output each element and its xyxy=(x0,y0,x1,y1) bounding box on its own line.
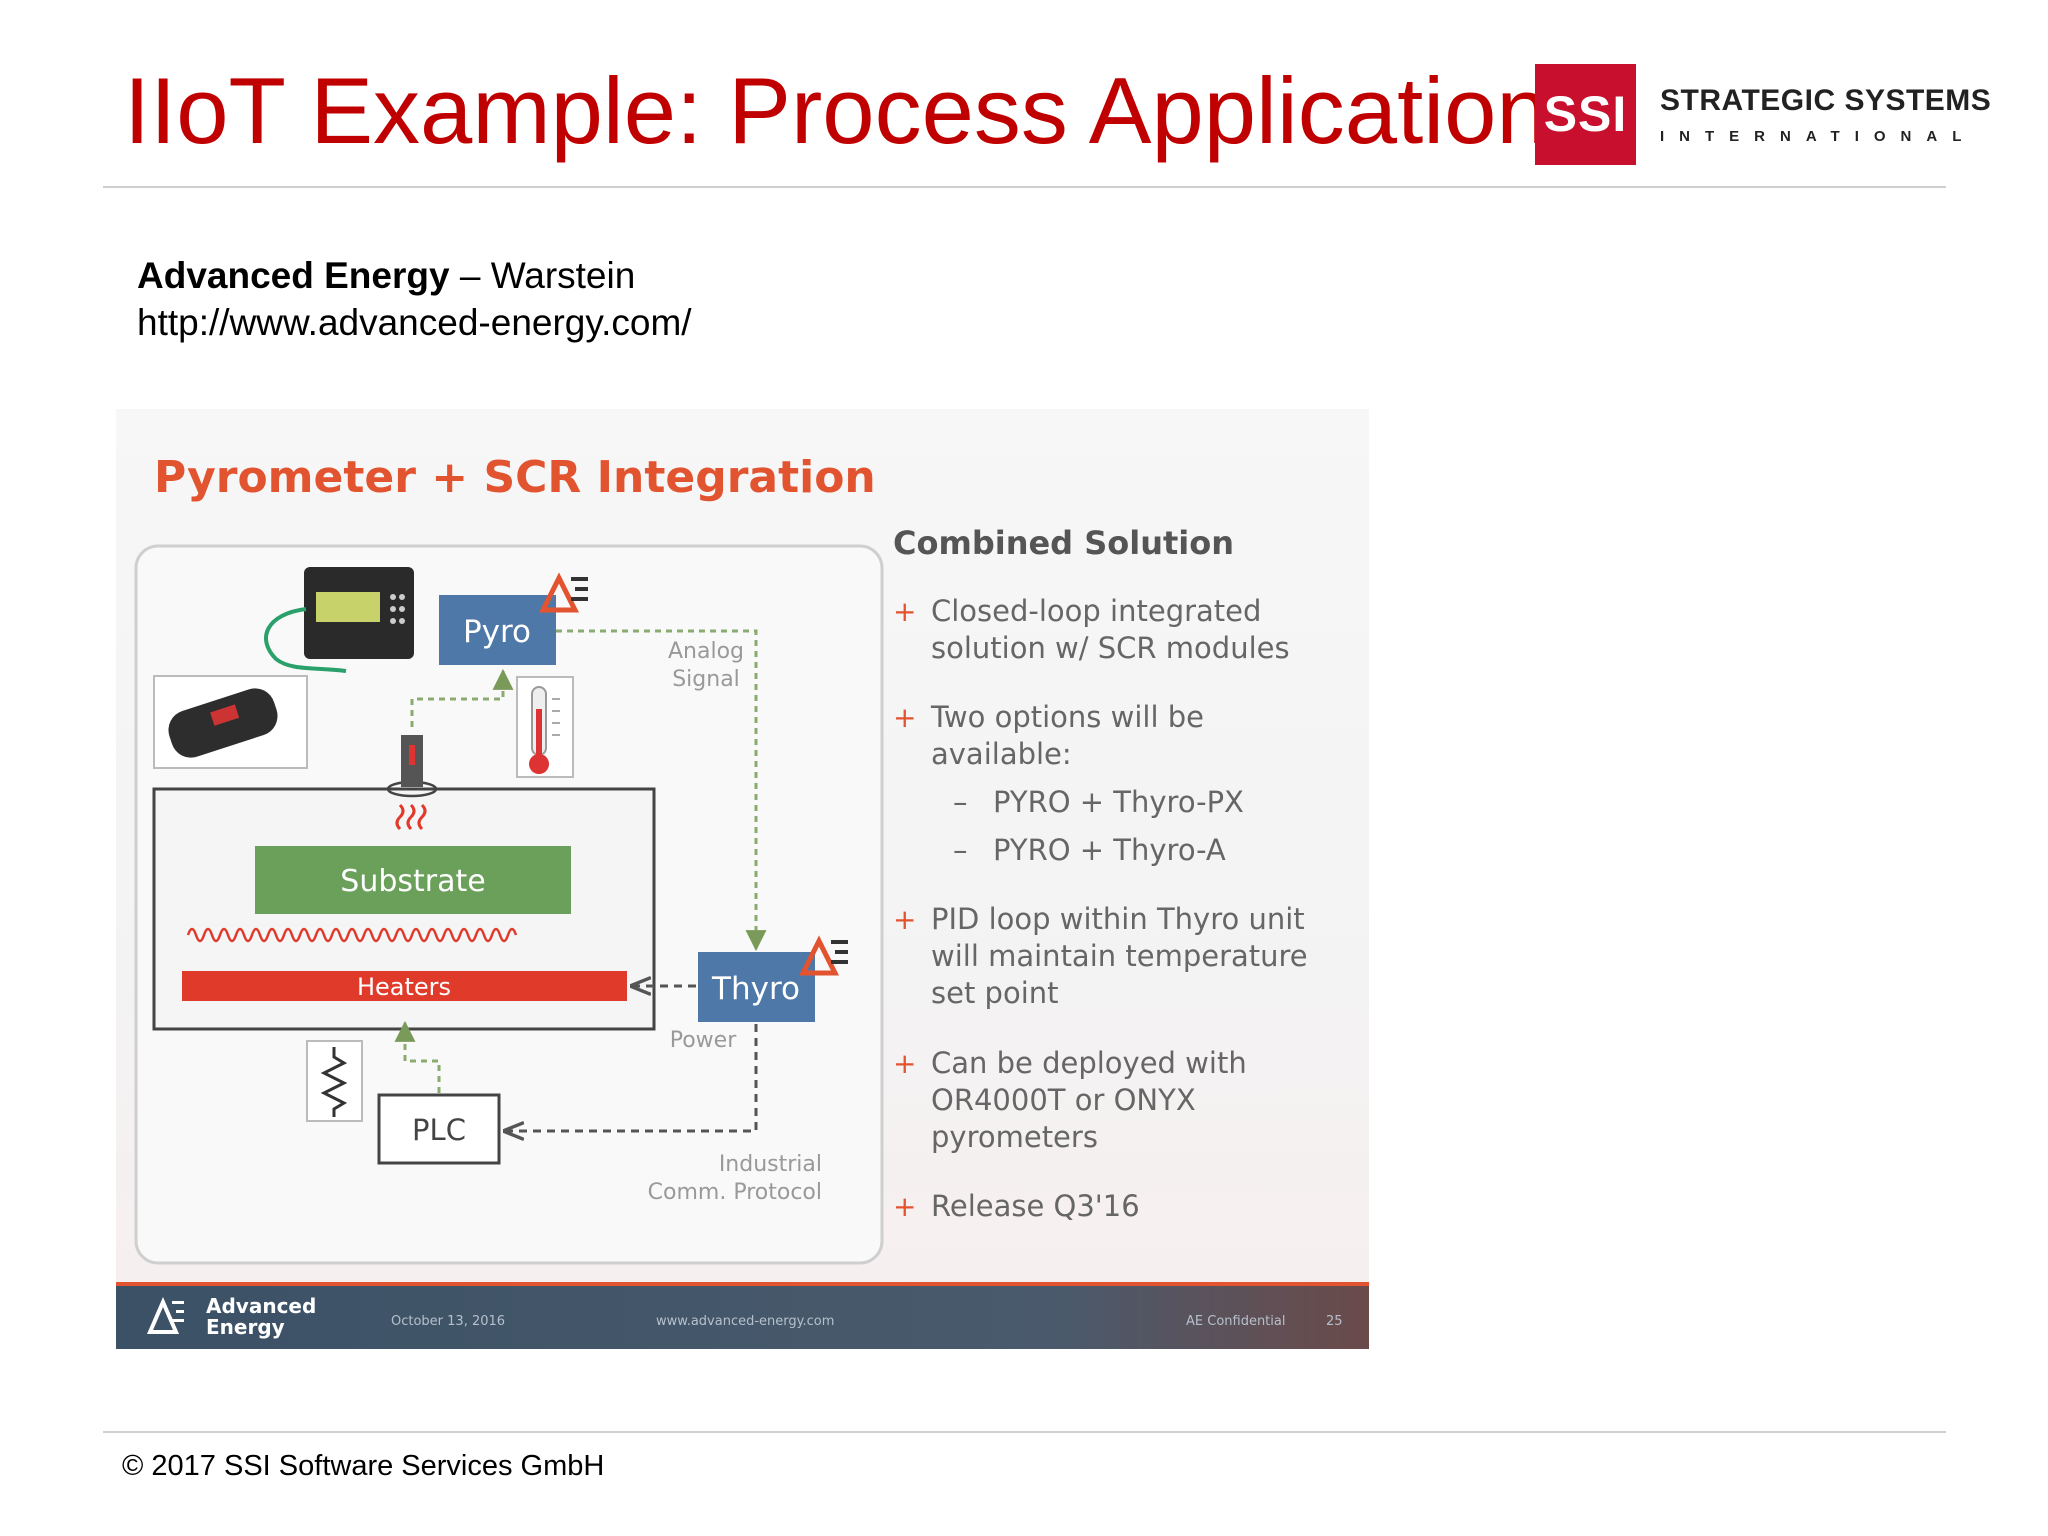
pyrometer-sensor-image xyxy=(153,675,308,769)
substrate-block xyxy=(255,846,571,914)
footer-url: www.advanced-energy.com xyxy=(656,1314,834,1329)
company-location: Warstein xyxy=(490,255,636,296)
ae-logo-icon xyxy=(538,572,588,613)
pyrometer-probe xyxy=(386,735,438,798)
header-divider xyxy=(103,186,1946,188)
company-name: Advanced Energy xyxy=(137,255,450,296)
pyro-box xyxy=(439,595,556,665)
analog-label-2: Signal xyxy=(672,667,740,692)
thyro-label: Thyro xyxy=(711,971,800,1007)
company-line: Advanced Energy – Warstein xyxy=(137,252,692,299)
bullet-5-line-1: Release Q3'16 xyxy=(931,1189,1140,1223)
page-title: IIoT Example: Process Application xyxy=(124,58,1549,163)
industrial-label-1: Industrial xyxy=(719,1152,822,1177)
power-label: Power xyxy=(670,1028,737,1053)
sub-dash-2: – xyxy=(953,833,968,867)
bullet-3: + xyxy=(893,903,916,936)
thermometer-icon xyxy=(516,676,574,778)
comm-protocol-line xyxy=(505,1024,758,1131)
bullet-4: + xyxy=(893,1047,916,1080)
substrate-label: Substrate xyxy=(340,864,485,899)
footer-divider xyxy=(103,1431,1946,1433)
ae-logo-icon xyxy=(798,935,848,976)
heaters-label: Heaters xyxy=(357,973,451,1001)
sensor-to-pyro-line xyxy=(410,668,514,727)
panel-heading: Combined Solution xyxy=(893,524,1234,562)
footer-brand-2: Energy xyxy=(206,1315,285,1339)
bullet-2-line-2: available: xyxy=(931,737,1072,771)
sub-bullet-2: PYRO + Thyro-A xyxy=(993,833,1226,867)
footer-page-number: 25 xyxy=(1326,1314,1343,1329)
footer-confidential: AE Confidential xyxy=(1186,1314,1285,1329)
company-separator: – xyxy=(449,255,491,296)
company-url[interactable]: http://www.advanced-energy.com/ xyxy=(137,302,692,343)
copyright-footer: © 2017 SSI Software Services GmbH xyxy=(122,1450,605,1482)
embedded-slide: Pyrometer + SCR Integration Pyro xyxy=(116,409,1369,1349)
footer-brand-1: Advanced xyxy=(206,1294,316,1318)
plc-to-heaters-line xyxy=(394,1020,441,1093)
bullet-1-line-1: Closed-loop integrated xyxy=(931,594,1261,628)
thyro-box xyxy=(698,952,815,1022)
slide-footer-accent xyxy=(116,1282,1369,1286)
pyrometer-controller-image xyxy=(264,567,414,673)
slide-title: Pyrometer + SCR Integration xyxy=(154,452,876,503)
bullet-4-line-3: pyrometers xyxy=(931,1120,1098,1154)
pyro-label: Pyro xyxy=(463,614,531,650)
bullet-2-line-1: Two options will be xyxy=(930,700,1204,734)
sub-bullet-1: PYRO + Thyro-PX xyxy=(993,785,1244,819)
resistor-icon xyxy=(306,1040,363,1122)
heater-coils xyxy=(186,927,518,943)
bullet-2: + xyxy=(893,701,916,734)
plc-box xyxy=(377,1093,501,1165)
heat-waves-icon xyxy=(395,803,427,831)
bullet-4-line-1: Can be deployed with xyxy=(931,1046,1247,1080)
bullet-1-line-2: solution w/ SCR modules xyxy=(931,631,1290,665)
industrial-label-2: Comm. Protocol xyxy=(648,1180,822,1205)
bullet-3-line-3: set point xyxy=(931,976,1059,1010)
plc-label: PLC xyxy=(412,1113,466,1147)
company-block: Advanced Energy – Warstein http://www.ad… xyxy=(137,252,692,346)
footer-date: October 13, 2016 xyxy=(391,1314,505,1329)
slide-canvas: Pyrometer + SCR Integration Pyro xyxy=(116,452,1369,1349)
bullet-3-line-2: will maintain temperature xyxy=(931,939,1308,973)
logo-line-1: STRATEGIC SYSTEMS xyxy=(1660,84,1992,117)
slide-footer-bar xyxy=(116,1282,1369,1349)
bullet-5: + xyxy=(893,1190,916,1223)
advanced-energy-logo xyxy=(146,1296,184,1334)
bullet-1: + xyxy=(893,595,916,628)
analog-label-1: Analog xyxy=(668,639,744,664)
bullet-4-line-2: OR4000T or ONYX xyxy=(931,1083,1196,1117)
bullet-3-line-1: PID loop within Thyro unit xyxy=(931,902,1305,936)
analog-signal-line xyxy=(556,629,767,952)
heaters-bar xyxy=(182,971,627,1001)
logo-mark: SSI xyxy=(1535,64,1636,165)
panel-bullets: + Closed-loop integrated solution w/ SCR… xyxy=(893,594,1308,1223)
logo-line-2: INTERNATIONAL xyxy=(1660,128,1977,145)
sub-dash-1: – xyxy=(953,785,968,819)
ssi-logo: SSI STRATEGIC SYSTEMS INTERNATIONAL xyxy=(1535,64,1991,166)
